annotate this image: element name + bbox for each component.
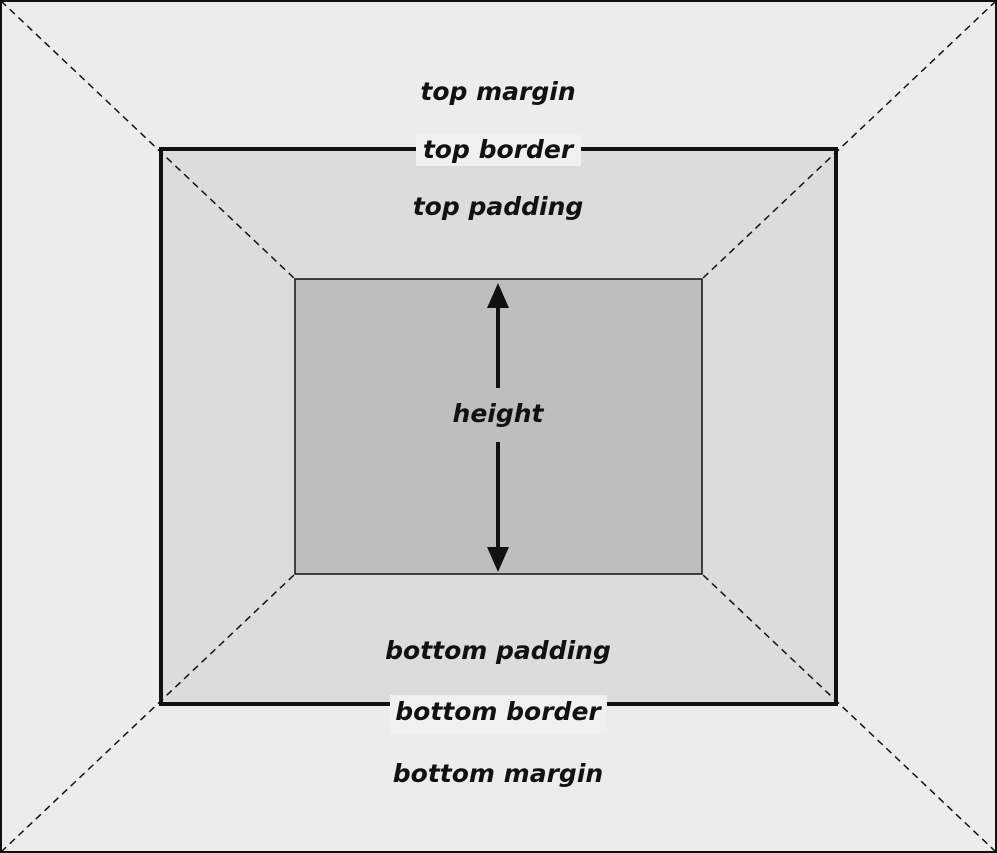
height-arrow bbox=[487, 283, 509, 572]
height-arrow-up-head bbox=[487, 283, 509, 308]
top-border-label-background bbox=[416, 134, 581, 166]
bottom-border-label: bottom border bbox=[395, 697, 602, 726]
bottom-padding-label: bottom padding bbox=[385, 636, 611, 665]
diagonal-top-right bbox=[701, 0, 997, 280]
diagonal-top-left bbox=[0, 0, 296, 280]
diagonal-bottom-left bbox=[0, 573, 296, 853]
top-border-label: top border bbox=[423, 135, 575, 164]
top-padding-label: top padding bbox=[413, 192, 584, 221]
bottom-border-label-background bbox=[390, 695, 607, 733]
top-margin-label: top margin bbox=[420, 77, 575, 106]
diagonal-bottom-right bbox=[701, 573, 997, 853]
bottom-margin-label: bottom margin bbox=[393, 759, 603, 788]
height-label: height bbox=[453, 399, 545, 428]
height-arrow-down-head bbox=[487, 547, 509, 572]
